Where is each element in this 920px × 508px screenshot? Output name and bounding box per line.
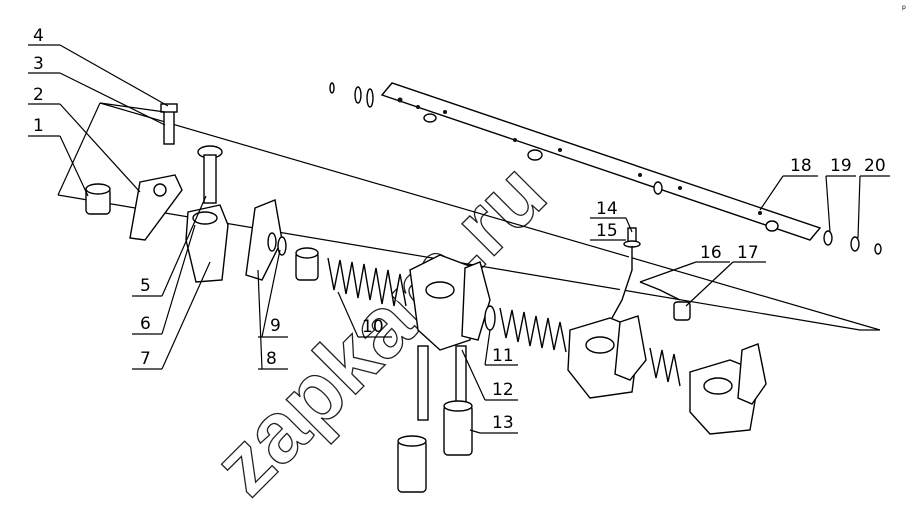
spacer-tube — [295, 247, 319, 281]
callout-13: 13 — [492, 413, 514, 433]
callout-12: 12 — [492, 380, 514, 400]
spring-middle — [499, 307, 567, 353]
bushing-part-1 — [85, 183, 111, 215]
shaft-end-rings — [329, 82, 374, 108]
callout-3: 3 — [33, 54, 44, 74]
callout-1: 1 — [33, 116, 44, 136]
bracket-part-7 — [185, 204, 229, 283]
adjusting-screw-part-3-4 — [160, 103, 178, 145]
callout-20: 20 — [864, 156, 886, 176]
callout-labels: 1 2 3 4 5 6 7 8 9 10 11 12 13 14 15 16 1… — [33, 26, 886, 433]
callout-19: 19 — [830, 156, 852, 176]
callout-16: 16 — [700, 243, 722, 263]
leader-lines — [28, 44, 890, 434]
callout-5: 5 — [140, 276, 151, 296]
rocker-arm-part-2 — [129, 174, 183, 241]
callout-7: 7 — [140, 349, 151, 369]
oil-pipe-part-14-17 — [611, 227, 691, 321]
right-end-rings — [823, 230, 882, 255]
spring-part-10 — [327, 257, 407, 307]
rocker-arm-part-8-9 — [245, 199, 287, 281]
callout-11: 11 — [492, 346, 514, 366]
callout-15: 15 — [596, 221, 618, 241]
push-rod-part-5-6 — [197, 145, 223, 204]
callout-10: 10 — [362, 317, 384, 337]
callout-17: 17 — [737, 243, 759, 263]
callout-9: 9 — [270, 316, 281, 336]
callout-18: 18 — [790, 156, 812, 176]
callout-14: 14 — [596, 199, 618, 219]
right-rocker-assembly — [567, 315, 767, 435]
callout-8: 8 — [266, 349, 277, 369]
corner-mark: p — [902, 4, 906, 11]
callout-6: 6 — [140, 314, 151, 334]
central-rocker-assembly — [397, 254, 491, 493]
callout-2: 2 — [33, 85, 44, 105]
callout-4: 4 — [33, 26, 44, 46]
rocker-shaft — [380, 82, 822, 241]
ring-part-11 — [484, 305, 496, 331]
